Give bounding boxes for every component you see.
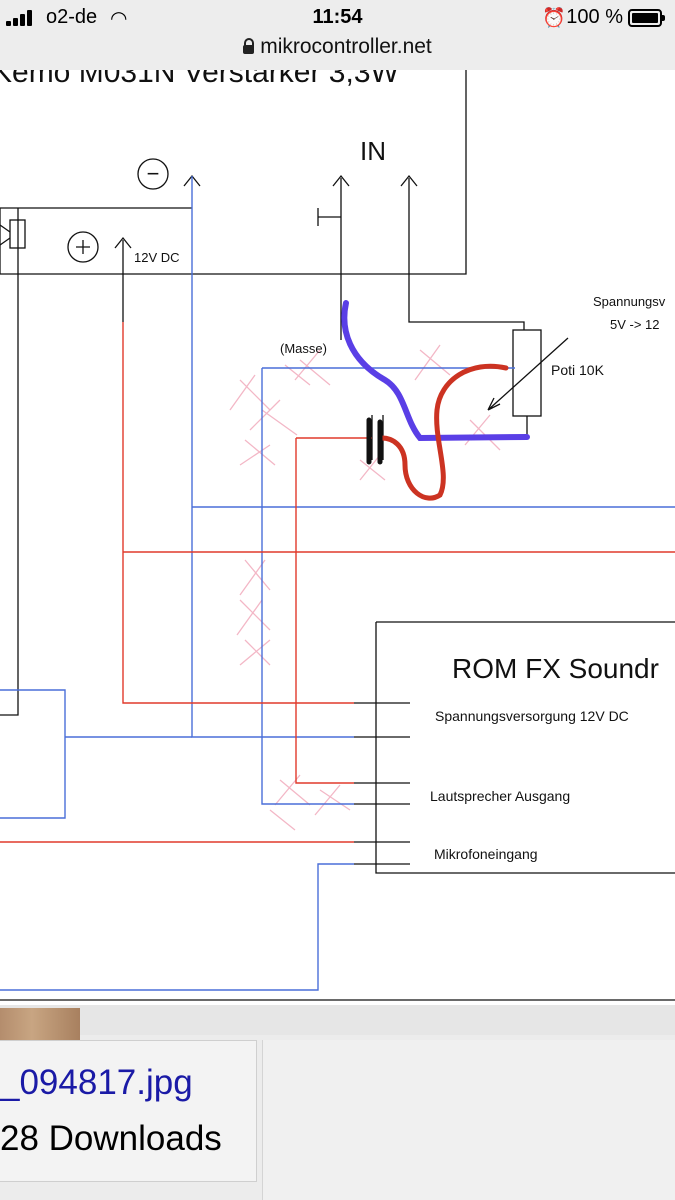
adjacent-attachment-card <box>262 1040 675 1200</box>
module-title: ROM FX Soundr <box>452 653 659 684</box>
lock-icon <box>243 38 255 54</box>
red-marker-wire <box>379 363 509 501</box>
download-count: 28 Downloads <box>0 1119 222 1158</box>
purple-marker-wire <box>341 300 530 442</box>
supply-label-line1: Spannungsv <box>593 294 666 309</box>
attachment-card[interactable]: _094817.jpg 28 Downloads <box>0 1040 257 1182</box>
poti-label: Poti 10K <box>551 362 605 378</box>
cellular-signal-icon <box>6 10 40 26</box>
blue-wires <box>0 176 675 991</box>
battery-percent: 100 % <box>566 6 623 28</box>
page-background <box>0 1005 675 1035</box>
wifi-icon: ◠ <box>110 8 128 30</box>
in-label: IN <box>360 136 386 166</box>
attachment-filename-link[interactable]: _094817.jpg <box>0 1063 193 1102</box>
clock: 11:54 <box>312 6 363 28</box>
status-bar: o2-de ◠ 11:54 ⏰ 100 % mikrocontroller.ne… <box>0 0 675 70</box>
alarm-icon: ⏰ <box>542 8 566 29</box>
amplifier-title: Kemo M031N Verstärker 3,3W <box>0 70 400 89</box>
pin-mic-label: Mikrofoneingang <box>434 846 538 862</box>
carrier-name: o2-de <box>46 6 98 28</box>
pin-supply-label: Spannungsversorgung 12V DC <box>435 708 629 724</box>
minus-symbol: − <box>147 161 160 186</box>
dc-label: 12V DC <box>134 250 180 265</box>
attachment-thumbnail[interactable] <box>0 1008 80 1040</box>
masse-label: (Masse) <box>280 341 327 356</box>
pink-hatching <box>229 344 501 831</box>
red-wires <box>0 322 675 843</box>
url-text: mikrocontroller.net <box>260 35 432 58</box>
address-bar[interactable]: mikrocontroller.net <box>0 35 675 59</box>
pin-speaker-label: Lautsprecher Ausgang <box>430 788 570 804</box>
battery-icon <box>628 9 665 27</box>
supply-label-line2: 5V -> 12 <box>610 317 660 332</box>
schematic-image: Kemo M031N Verstärker 3,3W − IN 12V DC (… <box>0 70 675 1005</box>
